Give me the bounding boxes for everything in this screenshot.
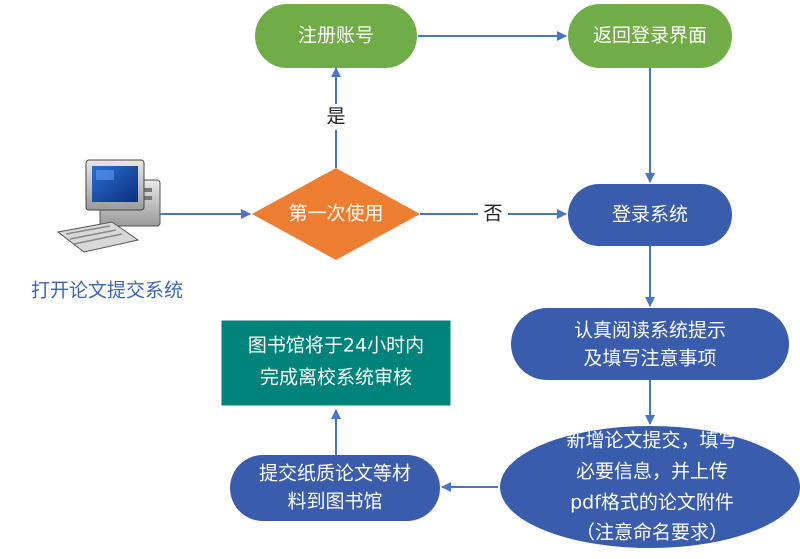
node-read-notes: 认真阅读系统提示 及填写注意事项	[511, 308, 789, 380]
node-paper-copy-line-2: 料到图书馆	[287, 491, 382, 513]
node-login-label: 登录系统	[612, 204, 688, 226]
node-library-review-line-1: 图书馆将于24小时内	[248, 335, 424, 357]
node-new-submission-line-3: pdf格式的论文附件	[570, 492, 734, 514]
node-new-submission-line-1: 新增论文提交，填写	[566, 430, 737, 452]
desktop-computer-icon	[56, 159, 161, 253]
start-label: 打开论文提交系统	[31, 280, 183, 302]
node-library-review-line-2: 完成离校系统审核	[260, 367, 412, 389]
edge-label-no: 否	[483, 203, 502, 225]
node-paper-copy: 提交纸质论文等材 料到图书馆	[230, 455, 440, 521]
node-first-use: 第一次使用	[252, 168, 420, 260]
node-login: 登录系统	[568, 184, 732, 246]
node-new-submission-line-2: 必要信息，并上传	[576, 461, 728, 483]
node-paper-copy-line-1: 提交纸质论文等材	[259, 463, 411, 485]
node-read-notes-line-2: 及填写注意事项	[583, 348, 716, 370]
node-register-label: 注册账号	[298, 25, 374, 47]
node-first-use-label: 第一次使用	[288, 203, 383, 225]
node-register: 注册账号	[255, 4, 417, 68]
node-library-review: 图书馆将于24小时内 完成离校系统审核	[220, 319, 452, 407]
node-new-submission-line-4: （注意命名要求）	[576, 522, 728, 544]
edge-label-yes: 是	[326, 106, 345, 128]
node-new-submission: 新增论文提交，填写 必要信息，并上传 pdf格式的论文附件 （注意命名要求）	[500, 426, 800, 548]
node-read-notes-line-1: 认真阅读系统提示	[574, 320, 726, 342]
node-back-login: 返回登录界面	[568, 4, 732, 68]
node-back-login-label: 返回登录界面	[593, 25, 707, 47]
